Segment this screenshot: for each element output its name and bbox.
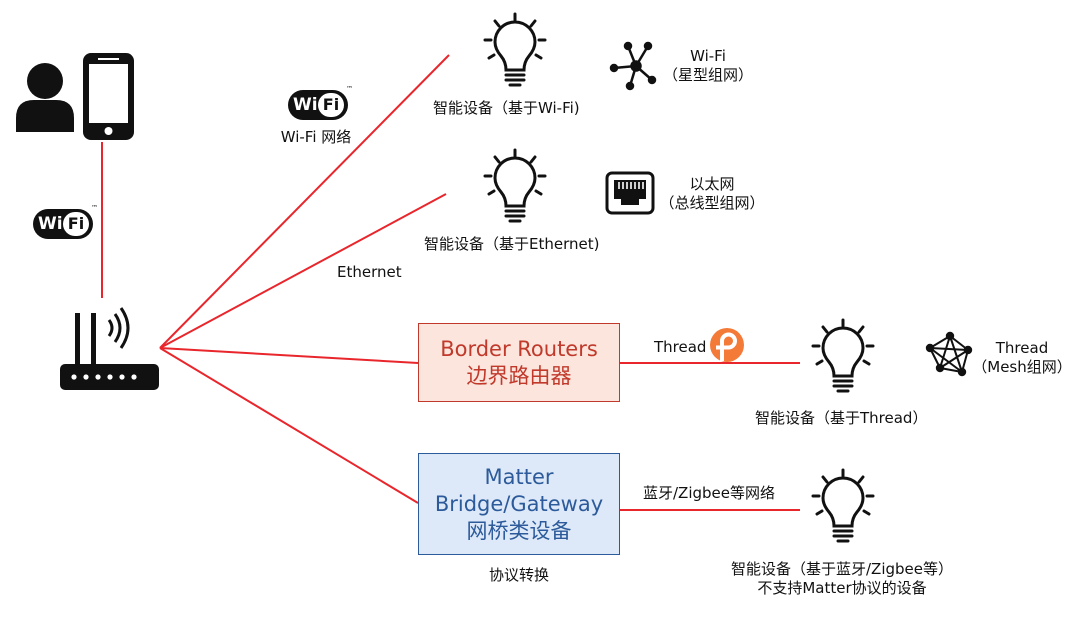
matter-bridge-line3: 网桥类设备 — [466, 518, 572, 543]
lightbulb-icon — [811, 318, 875, 393]
matter-bridge-line1: Matter — [484, 464, 554, 489]
user-icon — [16, 63, 74, 132]
ethernet-topology-line1: 以太网 — [689, 175, 735, 193]
link-router-matter-bridge — [159, 347, 419, 504]
ethernet-topology-label: 以太网 （总线型组网） — [655, 175, 769, 213]
lightbulb-icon — [483, 12, 547, 87]
mesh-topology-icon — [925, 331, 973, 377]
thread-topology-line1: Thread — [995, 339, 1049, 357]
star-topology-icon — [609, 41, 657, 91]
link-router-wifi-device — [159, 54, 450, 349]
bluetooth-device-label-line1: 智能设备（基于蓝牙/Zigbee等） — [731, 560, 953, 578]
link-router-border-router — [159, 347, 419, 364]
thread-logo-icon — [710, 328, 744, 362]
wifi-device-label: 智能设备（基于Wi-Fi) — [433, 99, 580, 117]
ethernet-topology-line2: （总线型组网） — [659, 194, 765, 212]
ethernet-port-icon — [605, 171, 655, 215]
link-router-ethernet-device — [159, 193, 447, 349]
matter-bridge-box: Matter Bridge/Gateway 网桥类设备 — [418, 453, 620, 555]
phone-icon — [83, 53, 134, 140]
wifi-network-label: Wi-Fi 网络 — [280, 128, 352, 146]
router-icon — [60, 307, 159, 390]
border-router-title: Border Routers — [440, 336, 598, 361]
ethernet-device-label: 智能设备（基于Ethernet) — [424, 235, 600, 253]
bluetooth-device-label-line2: 不支持Matter协议的设备 — [757, 579, 927, 597]
wifi-topology-line1: Wi-Fi — [690, 47, 726, 65]
thread-device-label: 智能设备（基于Thread） — [755, 409, 928, 427]
ethernet-link-label: Ethernet — [337, 263, 402, 281]
wifi-logo-icon: Wi Fi ™ — [288, 85, 353, 122]
border-router-box: Border Routers 边界路由器 — [418, 323, 620, 402]
thread-link-label: Thread — [654, 338, 707, 356]
lightbulb-icon — [483, 148, 547, 223]
thread-topology-label: Thread （Mesh组网） — [968, 339, 1076, 377]
bluetooth-device-label: 智能设备（基于蓝牙/Zigbee等） 不支持Matter协议的设备 — [712, 560, 972, 598]
bluetooth-link-label: 蓝牙/Zigbee等网络 — [643, 484, 775, 502]
protocol-conversion-label: 协议转换 — [488, 566, 549, 584]
border-router-subtitle: 边界路由器 — [466, 363, 572, 388]
wifi-topology-line2: （星型组网） — [662, 66, 753, 84]
lightbulb-icon — [811, 468, 875, 543]
matter-bridge-line2: Bridge/Gateway — [434, 491, 604, 516]
wifi-logo-icon: Wi Fi ™ — [33, 204, 98, 241]
wifi-topology-label: Wi-Fi （星型组网） — [660, 47, 756, 85]
thread-topology-line2: （Mesh组网） — [972, 358, 1072, 376]
